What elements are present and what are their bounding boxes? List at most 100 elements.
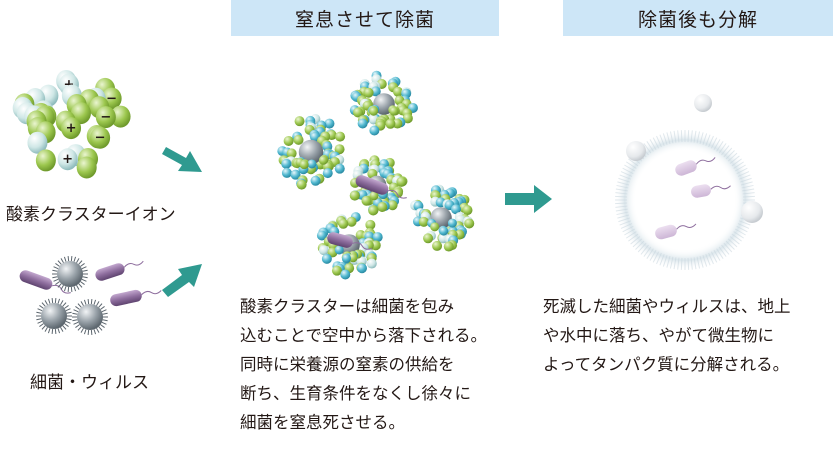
bacterium xyxy=(327,232,373,250)
ion-particle xyxy=(372,232,383,243)
bacterium xyxy=(110,289,162,307)
ion-particle xyxy=(361,195,372,206)
ion-particle xyxy=(76,156,97,179)
ion-particle xyxy=(334,263,345,274)
ion-particle xyxy=(366,192,377,203)
ion-particle xyxy=(390,106,400,116)
ion-particle xyxy=(331,265,342,276)
ion-particle xyxy=(344,263,355,274)
ion-particle xyxy=(56,69,77,92)
ion-particle xyxy=(388,105,398,115)
ion-particle xyxy=(379,159,390,170)
bacterium xyxy=(19,270,71,294)
ion-particle xyxy=(296,157,306,167)
ion-particle xyxy=(365,240,376,251)
ion-particle xyxy=(30,102,51,125)
ion-particle xyxy=(370,104,380,114)
ion-particle xyxy=(378,190,388,200)
ion-particle xyxy=(356,256,367,267)
ion-particle xyxy=(316,135,327,146)
ion-particle xyxy=(352,170,363,181)
arrow-icon xyxy=(162,264,202,297)
ion-particle xyxy=(325,129,336,140)
description-line: 酸素クラスターは細菌を包み xyxy=(240,297,455,316)
ion-particle xyxy=(370,86,381,97)
ion-particle xyxy=(369,125,380,136)
ion-particle xyxy=(385,118,396,129)
ion-particle xyxy=(421,209,432,220)
virus xyxy=(72,299,108,335)
ion-particle xyxy=(464,218,475,229)
ion-particle xyxy=(445,226,456,237)
step3-header-text: 除菌後も分解 xyxy=(637,8,758,31)
ion-particle xyxy=(368,205,379,216)
ion-particle xyxy=(455,229,466,240)
step3-description: 死滅した細菌やウィルスは、地上 や水中に落ち、やがて微生物に よってタンパク質に… xyxy=(543,292,791,379)
ion-particle xyxy=(368,112,379,123)
ion-particle xyxy=(389,106,399,116)
ion-particle xyxy=(323,161,334,172)
ion-particle xyxy=(350,177,361,188)
ion-particle xyxy=(279,155,290,166)
bacterium xyxy=(95,260,144,281)
ion-particle xyxy=(349,251,359,261)
trapped-virus xyxy=(298,139,324,165)
ion-particle xyxy=(457,226,468,237)
ion-particle xyxy=(372,197,383,208)
ion-particle xyxy=(376,79,387,90)
ion-particle xyxy=(86,125,107,148)
ion-particle xyxy=(328,240,339,251)
ion-particle xyxy=(87,126,108,149)
ion-particle xyxy=(295,158,305,168)
trapped-virus xyxy=(367,175,387,195)
ion-particle xyxy=(327,221,338,232)
ion-particle xyxy=(366,253,377,264)
ion-particle xyxy=(412,216,423,227)
ion-cluster: +−+−+−+−+ xyxy=(12,69,131,179)
ion-particle xyxy=(377,116,388,127)
ion-particle xyxy=(327,247,338,258)
ion-particle xyxy=(12,96,33,119)
ion-particle xyxy=(27,117,48,140)
step3-header: 除菌後も分解 xyxy=(563,0,833,36)
bacterium xyxy=(691,184,731,198)
ion-particle xyxy=(357,96,368,107)
ion-particle xyxy=(322,159,333,170)
ion-particle xyxy=(384,157,395,168)
decomposition-illustration xyxy=(615,94,763,270)
ion-particle xyxy=(359,114,370,125)
step2-description: 酸素クラスターは細菌を包み 込むことで空中から落下される。 同時に栄養源の窒素の… xyxy=(240,292,487,437)
ion-particle xyxy=(438,231,449,242)
ion-particle xyxy=(389,195,400,206)
ion-charge-sign: + xyxy=(66,121,77,136)
description-line: 細菌を窒息死させる。 xyxy=(240,413,405,432)
ion-particle xyxy=(356,262,367,273)
ion-particle xyxy=(443,241,454,252)
ion-particle xyxy=(336,215,347,226)
ion-particle xyxy=(305,119,316,130)
ion-particle xyxy=(396,176,407,187)
ion-particle xyxy=(400,95,411,106)
bacteria-virus-group xyxy=(19,256,162,335)
ion-particle xyxy=(316,120,327,131)
ion-particle xyxy=(290,169,301,180)
ion-particle xyxy=(454,193,465,204)
ion-particle xyxy=(392,118,403,129)
ion-particle xyxy=(368,205,379,216)
ion-particle xyxy=(33,100,54,123)
ion-particle xyxy=(61,117,82,140)
ion-particle xyxy=(444,234,455,245)
faded-virus xyxy=(626,141,646,161)
ion-particle xyxy=(373,198,384,209)
bacterium xyxy=(355,175,407,199)
ion-particle xyxy=(373,111,384,122)
oxygen-cluster-ion-label: 酸素クラスターイオン xyxy=(6,205,176,225)
ion-particle xyxy=(370,159,381,170)
ion-particle xyxy=(418,208,429,219)
ion-particle xyxy=(355,249,366,260)
ion-particle xyxy=(364,249,375,260)
step2-header-text: 窒息させて除菌 xyxy=(294,8,435,31)
ion-particle xyxy=(386,172,397,183)
ion-particle xyxy=(278,155,289,166)
ion-particle xyxy=(306,122,317,133)
